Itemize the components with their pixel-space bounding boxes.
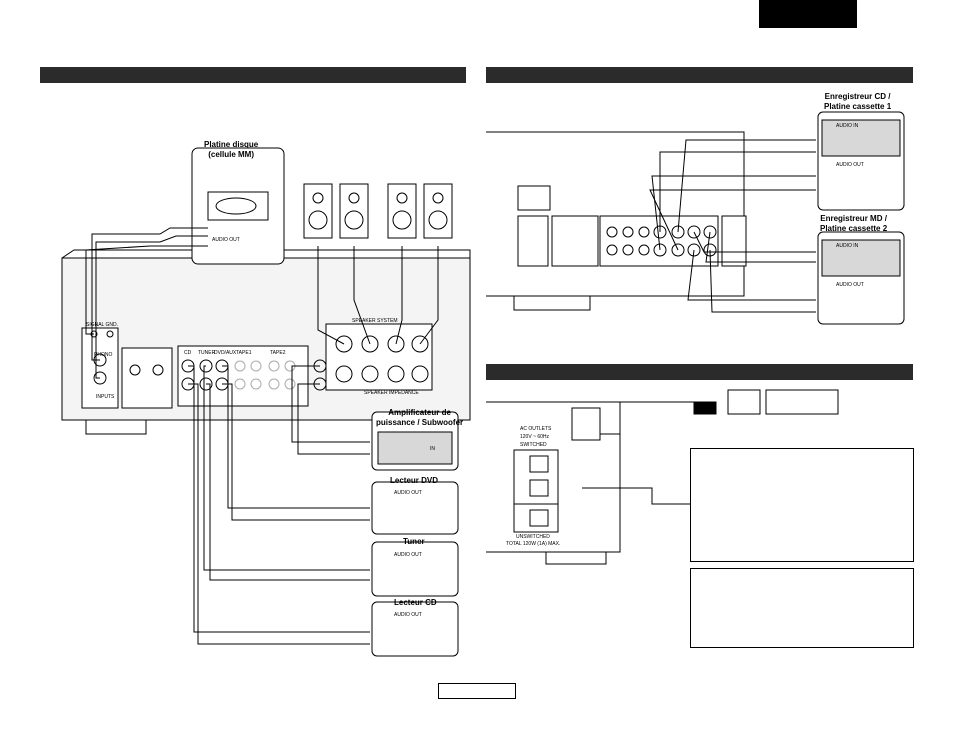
language-tab (759, 0, 857, 28)
tape2-label: TAPE2 (270, 350, 286, 356)
section-bar-recorders (486, 67, 913, 83)
page-number-box (438, 683, 516, 699)
note-box-1 (690, 448, 914, 562)
signal-gnd-label: SIGNAL GND. (86, 322, 119, 328)
section-bar-power (486, 364, 913, 380)
tuner-label: Tuner (403, 537, 425, 546)
cd-recorder-audio-out-label: AUDIO OUT (836, 162, 864, 168)
cd-jack-label: CD (184, 350, 192, 356)
turntable-audio-out-label: AUDIO OUT (212, 237, 240, 243)
dvd-audio-out-label: AUDIO OUT (394, 490, 422, 496)
cd-player-label: Lecteur CD (394, 598, 437, 607)
dvd-label: Lecteur DVD (390, 476, 439, 485)
ac-outlets-label: AC OUTLETS (520, 426, 552, 432)
total-label: TOTAL 120W (1A) MAX. (506, 541, 561, 547)
turntable-label: Platine disque (cellule MM) (204, 140, 259, 159)
tuner-jack-label: TUNER (198, 350, 216, 356)
amplifier-label: Amplificateur de puissance / Subwoofer (376, 408, 464, 427)
md-recorder-label: Enregistreur MD / Platine cassette 2 (820, 214, 888, 233)
cd-recorder-audio-in-label: AUDIO IN (836, 123, 859, 129)
tuner-audio-out-label: AUDIO OUT (394, 552, 422, 558)
phono-label: PHONO (94, 352, 113, 358)
tape1-label: TAPE1 (236, 350, 252, 356)
section-bar-connections (40, 67, 466, 83)
unswitched-label: UNSWITCHED (516, 534, 550, 540)
dvd-jack-label: DVD/AUX (214, 350, 237, 356)
speaker-impedance-label: SPEAKER IMPEDANCE (364, 390, 419, 396)
cd-audio-out-label: AUDIO OUT (394, 612, 422, 618)
cd-recorder-label: Enregistreur CD / Platine cassette 1 (824, 92, 892, 111)
speaker-system-label: SPEAKER SYSTEM (352, 318, 398, 324)
inputs-label: INPUTS (96, 394, 115, 400)
switched-label: SWITCHED (520, 442, 547, 448)
md-recorder-audio-out-label: AUDIO OUT (836, 282, 864, 288)
note-box-2 (690, 568, 914, 648)
voltage-label: 120V ~ 60Hz (520, 434, 550, 440)
amplifier-in-label: IN (430, 446, 435, 452)
md-recorder-audio-in-label: AUDIO IN (836, 243, 859, 249)
